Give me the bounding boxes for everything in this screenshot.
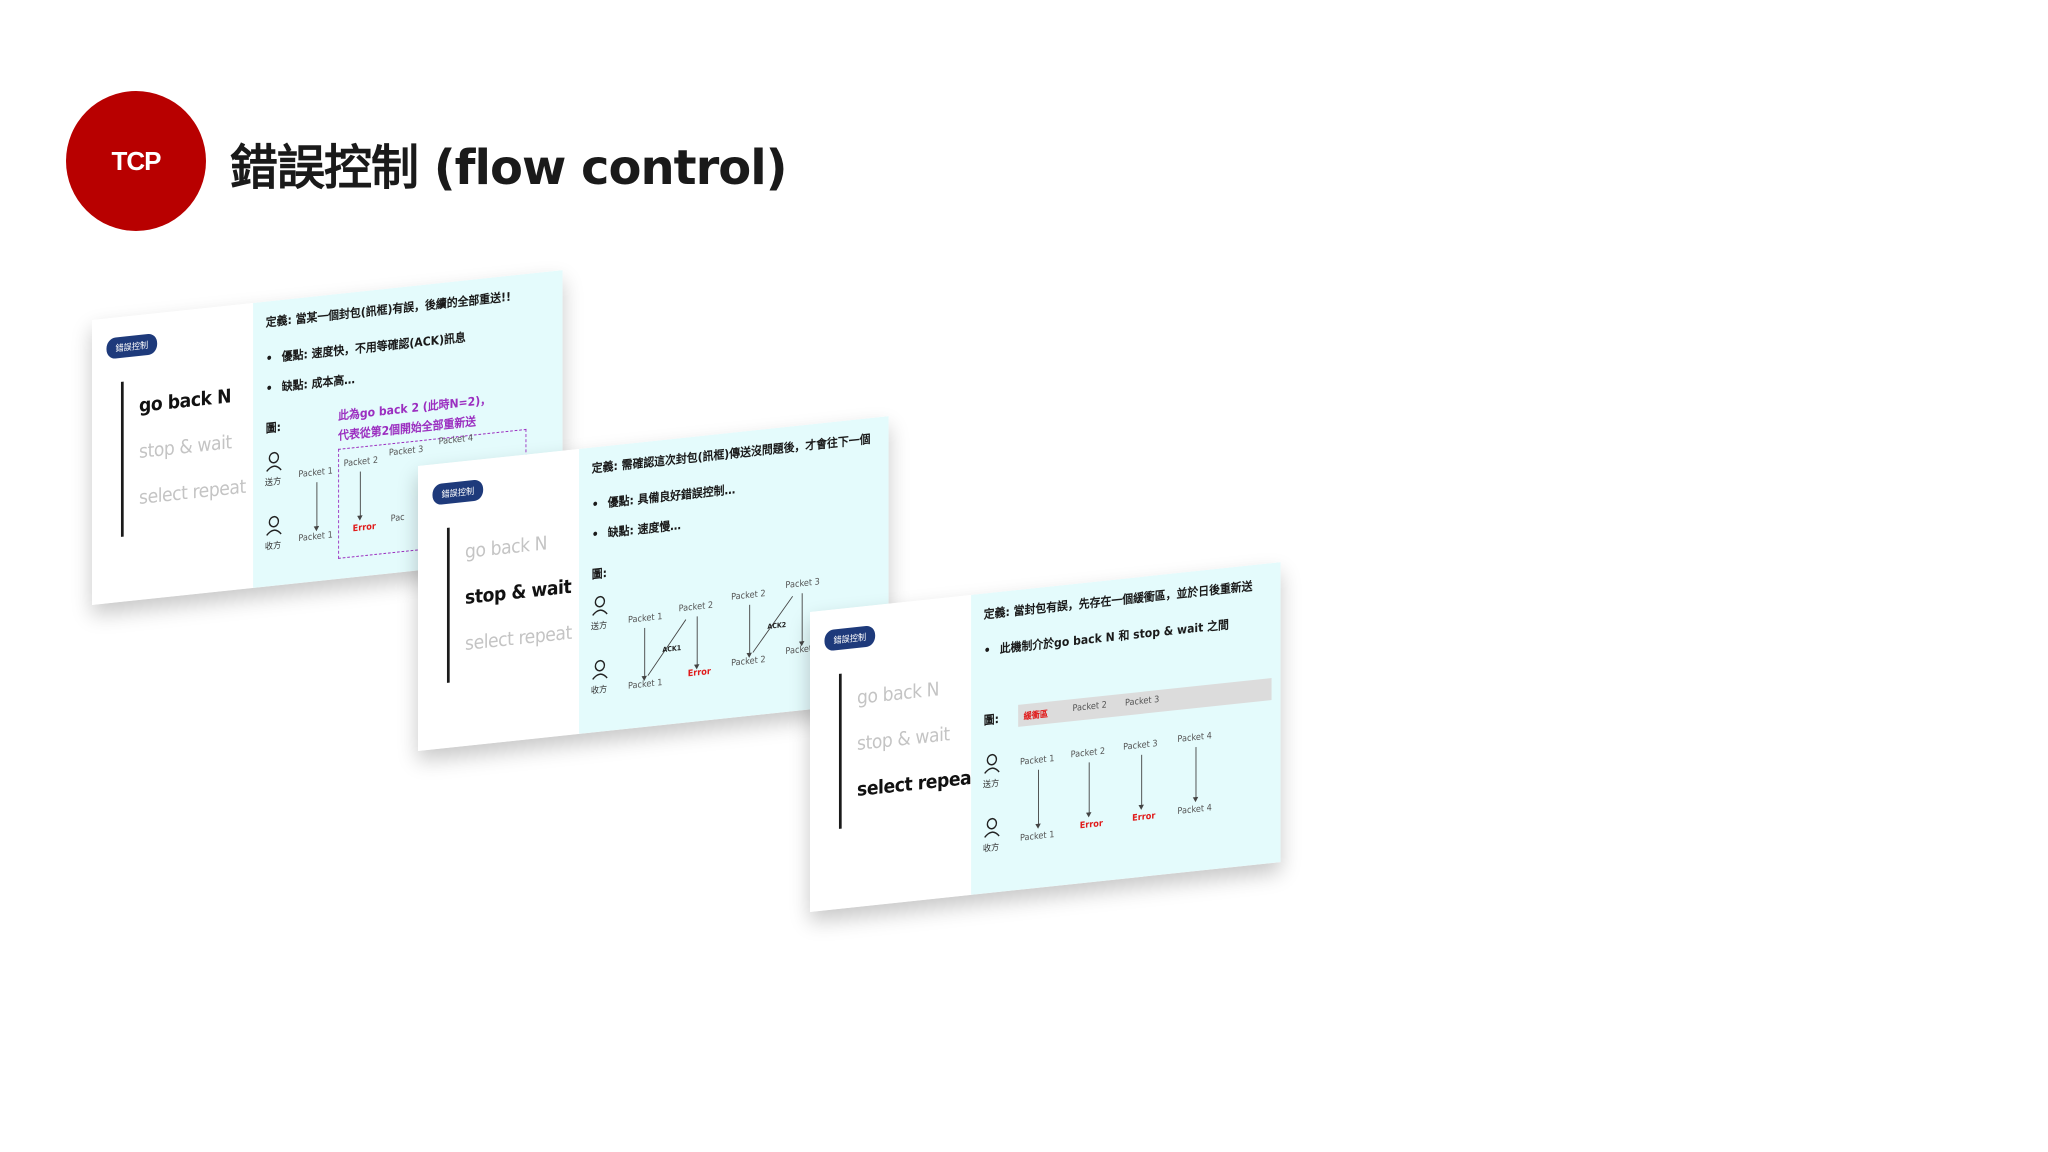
packet-label: Pac xyxy=(390,512,405,525)
slide-left-panel: 錯誤控制 go back N stop & wait select repeat xyxy=(810,594,979,912)
buffer-label: 緩衝區 xyxy=(1023,709,1049,723)
sender-person-icon xyxy=(266,451,282,472)
packet-label: Packet 4 xyxy=(1177,803,1212,818)
topic-tag: 錯誤控制 xyxy=(432,479,484,506)
badge-label: TCP xyxy=(111,145,162,176)
topic-tag: 錯誤控制 xyxy=(106,333,158,360)
slide-stop-and-wait: 錯誤控制 go back N stop & wait select repeat… xyxy=(418,416,889,751)
figure-label: 圖: xyxy=(983,711,999,728)
menu-divider xyxy=(120,381,124,537)
receiver-person-icon xyxy=(984,817,1000,838)
bullet-disadvantage: 缺點: 成本高… xyxy=(266,370,355,396)
menu-go-back-n: go back N xyxy=(465,532,548,564)
packet-arrow xyxy=(316,482,318,529)
sender-label: 送方 xyxy=(982,778,1000,791)
packet-arrow xyxy=(359,471,361,518)
menu-stop-and-wait: stop & wait xyxy=(857,723,950,756)
packet-label: Packet 1 xyxy=(298,466,333,481)
packet-arrow xyxy=(1141,754,1143,807)
receiver-person-icon xyxy=(592,659,608,680)
packet-arrow xyxy=(1195,747,1197,800)
slide-content: 定義: 當某一個封包(訊框)有誤，後續的全部重送!! 優點: 速度快，不用等確認… xyxy=(253,270,563,588)
bullet-advantage: 優點: 速度快，不用等確認(ACK)訊息 xyxy=(266,328,466,366)
receiver-person-icon xyxy=(266,515,282,536)
menu-select-repeat: select repeat xyxy=(139,475,246,510)
receiver-label: 收方 xyxy=(264,540,282,553)
packet-label: Packet 1 xyxy=(1019,754,1055,768)
packet-label: Packet 1 xyxy=(1019,830,1055,844)
tcp-badge: TCP xyxy=(66,91,206,231)
slide-go-back-n: 錯誤控制 go back N stop & wait select repeat… xyxy=(92,270,563,605)
packet-arrow xyxy=(1038,769,1039,826)
definition-text: 定義: 當封包有誤，先存在一個緩衝區，並於日後重新送 xyxy=(983,579,1253,622)
slide-left-panel: 錯誤控制 go back N stop & wait select repeat xyxy=(418,448,580,751)
slide-content: 定義: 當封包有誤，先存在一個緩衝區，並於日後重新送 此機制介於go back … xyxy=(971,562,1281,895)
page-title: 錯誤控制 (flow control) xyxy=(230,140,788,196)
packet-label: Packet 3 xyxy=(1123,739,1158,753)
error-label: Error xyxy=(1079,818,1103,832)
menu-stop-and-wait: stop & wait xyxy=(465,575,572,610)
menu-divider xyxy=(446,527,450,683)
menu-select-repeat: select repeat xyxy=(857,766,979,802)
menu-select-repeat: select repeat xyxy=(465,621,572,656)
topic-tag: 錯誤控制 xyxy=(824,625,876,652)
bullet-description: 此機制介於go back N 和 stop & wait 之間 xyxy=(984,616,1229,659)
packet-label: Packet 2 xyxy=(1070,746,1106,761)
sender-person-icon xyxy=(984,753,1000,774)
slide-left-panel: 錯誤控制 go back N stop & wait select repeat xyxy=(92,302,254,605)
packet-label: Packet 1 xyxy=(298,530,333,545)
slide-content: 定義: 需確認這次封包(訊框)傳送沒問題後，才會往下一個 優點: 具備良好錯誤控… xyxy=(579,416,889,734)
sender-person-icon xyxy=(592,595,608,616)
receiver-label: 收方 xyxy=(982,842,1000,855)
ack-arrows xyxy=(647,595,794,676)
menu-go-back-n: go back N xyxy=(139,385,232,418)
figure-label: 圖: xyxy=(265,419,281,436)
packet-label: Packet 4 xyxy=(1177,731,1212,746)
menu-stop-and-wait: stop & wait xyxy=(139,431,232,464)
slide-select-repeat: 錯誤控制 go back N stop & wait select repeat… xyxy=(810,562,1281,912)
menu-divider xyxy=(838,673,842,829)
definition-text: 定義: 當某一個封包(訊框)有誤，後續的全部重送!! xyxy=(265,289,511,330)
error-label: Error xyxy=(1132,811,1156,824)
menu-go-back-n: go back N xyxy=(857,678,940,710)
packet-arrow xyxy=(1088,762,1090,815)
sender-label: 送方 xyxy=(264,476,282,489)
